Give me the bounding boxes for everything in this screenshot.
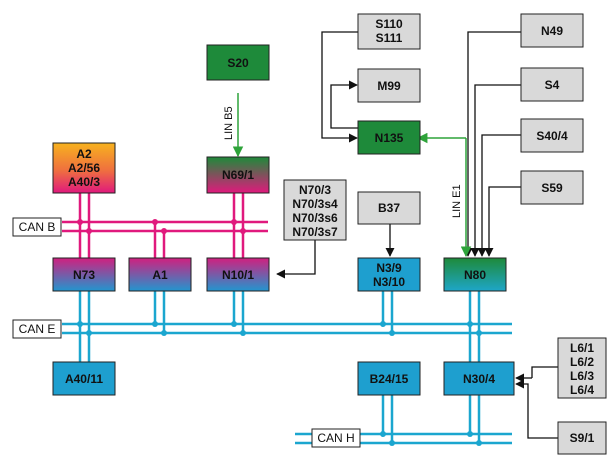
- module-n10-1: N10/1: [206, 257, 270, 292]
- svg-text:N70/3: N70/3: [299, 183, 331, 197]
- module-n70-group: N70/3 N70/3s4 N70/3s6 N70/3s7: [283, 179, 347, 241]
- svg-text:N70/3s7: N70/3s7: [292, 225, 338, 239]
- svg-text:N69/1: N69/1: [222, 168, 254, 182]
- module-s9-1: S9/1: [557, 421, 607, 455]
- module-s40-4: S40/4: [520, 118, 584, 153]
- lin-links: [232, 93, 472, 258]
- svg-text:N3/10: N3/10: [373, 275, 405, 289]
- svg-text:L6/1: L6/1: [570, 341, 594, 355]
- svg-text:M99: M99: [377, 79, 401, 93]
- svg-text:S9/1: S9/1: [570, 431, 595, 445]
- svg-text:N3/9: N3/9: [376, 261, 402, 275]
- module-b24-15: B24/15: [357, 361, 421, 396]
- svg-text:N30/4: N30/4: [463, 372, 495, 386]
- svg-text:S40/4: S40/4: [536, 129, 568, 143]
- module-n30-4: N30/4: [443, 361, 515, 396]
- can-b-drops: [78, 193, 245, 258]
- svg-text:N10/1: N10/1: [222, 268, 254, 282]
- can-b-label: CAN B: [12, 217, 62, 237]
- module-s4: S4: [520, 67, 584, 102]
- lin-e1-label: LIN E1: [451, 184, 463, 218]
- module-n49: N49: [520, 13, 584, 48]
- svg-text:S4: S4: [545, 78, 560, 92]
- svg-text:S20: S20: [227, 56, 249, 70]
- module-s110-group: S110 S111: [357, 13, 421, 50]
- svg-text:S59: S59: [541, 181, 563, 195]
- module-a1: A1: [128, 257, 192, 292]
- module-n135: N135: [357, 120, 421, 155]
- module-a2-group: A2 A2/56 A40/3: [52, 142, 116, 194]
- svg-text:N135: N135: [375, 131, 404, 145]
- module-m99: M99: [357, 68, 421, 103]
- svg-text:CAN E: CAN E: [19, 322, 56, 336]
- svg-text:N70/3s4: N70/3s4: [292, 197, 338, 211]
- svg-text:S111: S111: [376, 31, 403, 45]
- can-e-junctions: [77, 321, 482, 446]
- svg-text:N80: N80: [464, 268, 486, 282]
- svg-text:B24/15: B24/15: [370, 372, 409, 386]
- can-e-bus: [62, 322, 512, 335]
- svg-text:CAN B: CAN B: [19, 220, 56, 234]
- svg-text:A2/56: A2/56: [68, 161, 100, 175]
- svg-text:A40/11: A40/11: [65, 372, 103, 386]
- svg-text:N49: N49: [541, 24, 563, 38]
- can-h-label: CAN H: [311, 428, 361, 448]
- can-e-label: CAN E: [12, 319, 62, 339]
- svg-text:L6/4: L6/4: [570, 383, 594, 397]
- svg-text:L6/3: L6/3: [570, 369, 594, 383]
- svg-text:A1: A1: [152, 268, 168, 282]
- module-l6-group: L6/1 L6/2 L6/3 L6/4: [557, 337, 607, 399]
- module-n73: N73: [52, 257, 116, 292]
- can-b-junctions: [77, 219, 246, 234]
- svg-text:N73: N73: [73, 268, 95, 282]
- module-n80: N80: [443, 257, 507, 292]
- module-n3-group: N3/9 N3/10: [357, 257, 421, 292]
- lin-b5-label: LIN B5: [223, 106, 235, 140]
- svg-text:L6/2: L6/2: [570, 355, 594, 369]
- svg-text:S110: S110: [375, 17, 403, 31]
- module-a40-11: A40/11: [52, 361, 116, 396]
- module-b37: B37: [357, 191, 421, 225]
- module-s20: S20: [206, 44, 270, 81]
- svg-text:B37: B37: [378, 201, 400, 215]
- svg-text:A2: A2: [76, 147, 92, 161]
- svg-text:CAN H: CAN H: [317, 431, 354, 445]
- svg-text:A40/3: A40/3: [68, 175, 100, 189]
- svg-text:N70/3s6: N70/3s6: [292, 211, 338, 225]
- module-s59: S59: [520, 170, 584, 205]
- module-n69-1: N69/1: [206, 156, 270, 194]
- signal-wires: [276, 31, 558, 439]
